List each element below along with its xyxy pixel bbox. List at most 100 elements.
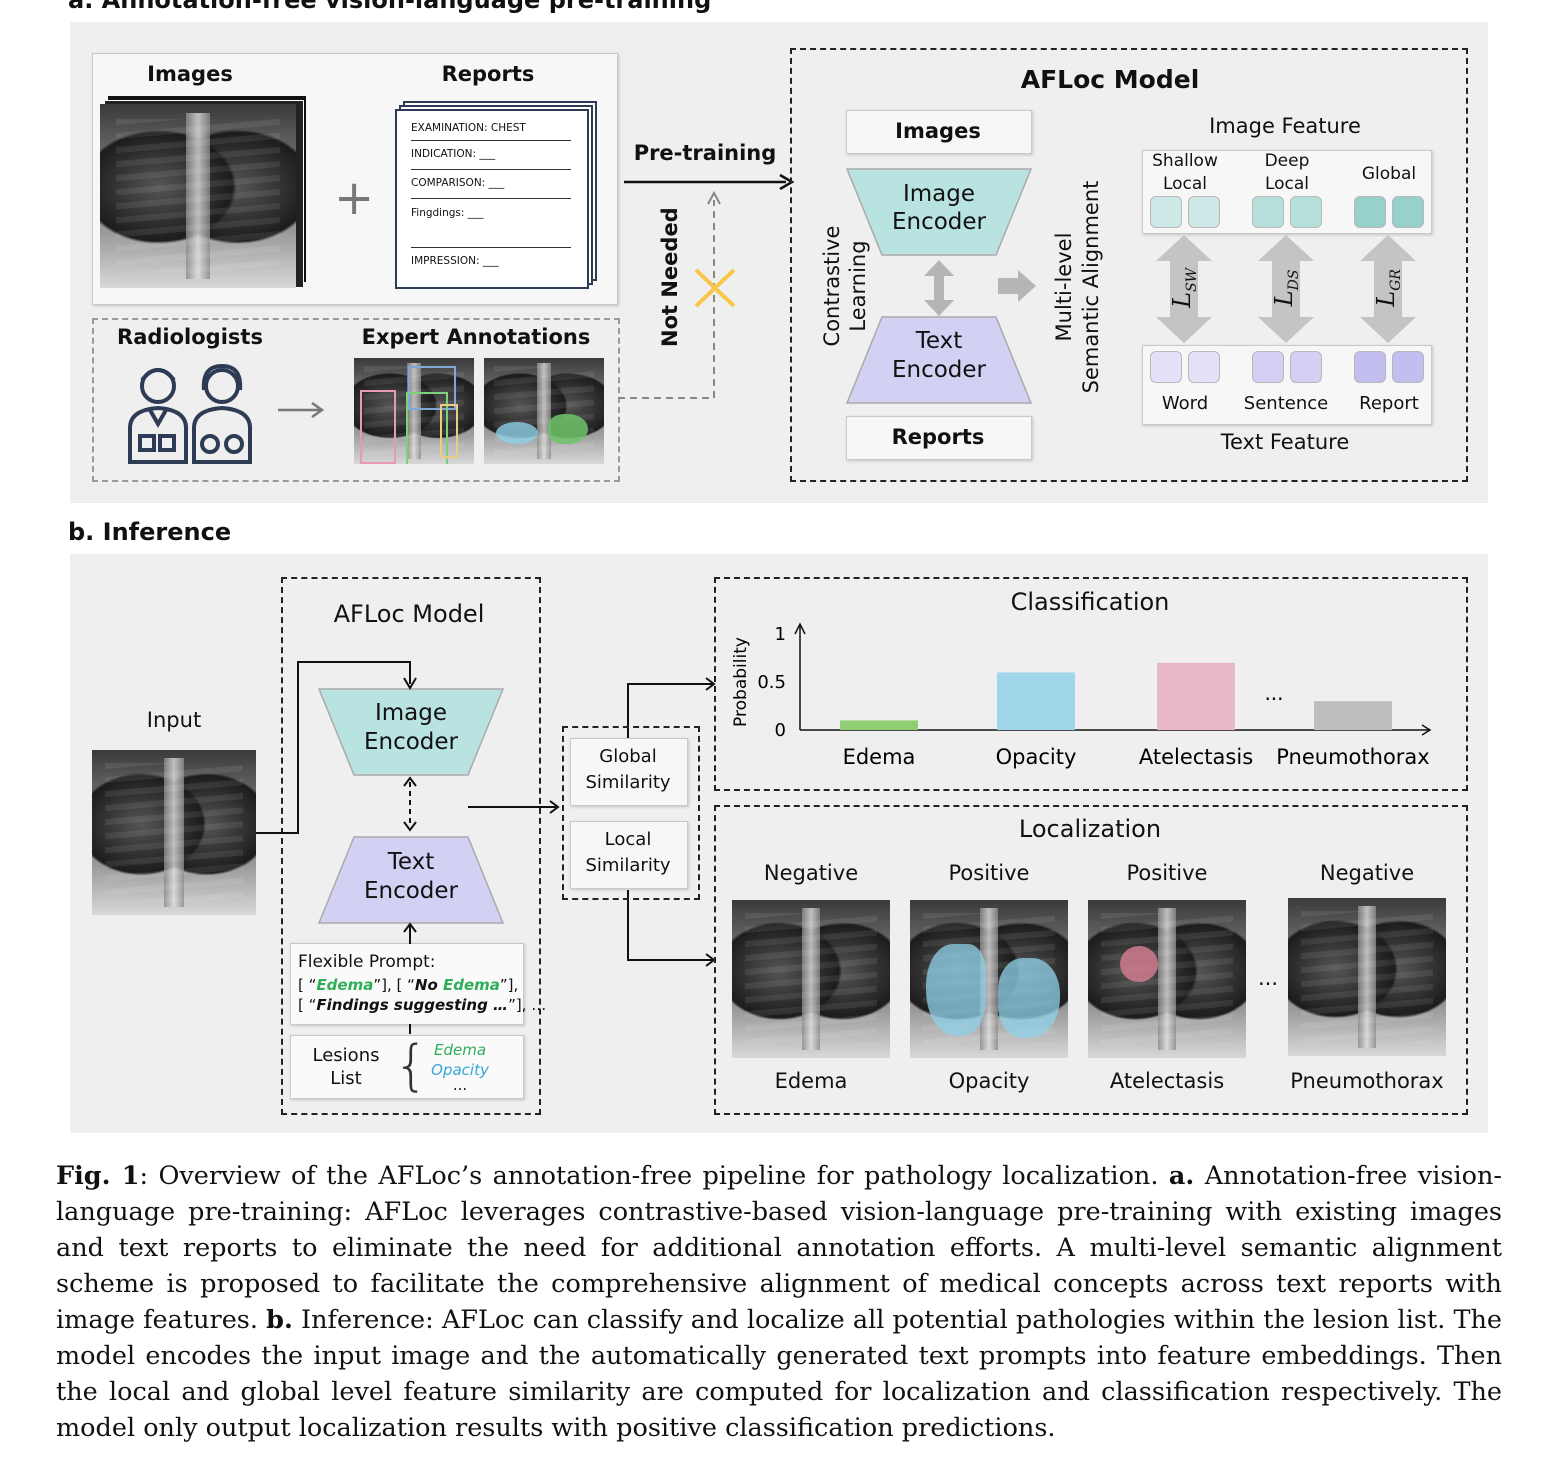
report-line-findings: Fingdings: ___ xyxy=(411,207,484,219)
similarity-word: Similarity xyxy=(585,772,671,793)
model-images-box xyxy=(846,110,1032,154)
x-tick-label: Edema xyxy=(843,745,916,769)
bidirectional-arrow-icon xyxy=(924,260,954,316)
text-feature-token xyxy=(1290,351,1322,383)
local-label: Local xyxy=(1264,174,1310,194)
annotations-box xyxy=(92,318,620,482)
flexible-prompt-title: Flexible Prompt: xyxy=(298,952,436,972)
opacity-mask-right xyxy=(998,958,1060,1038)
image-feature-token xyxy=(1290,196,1322,228)
loc-name-edema: Edema xyxy=(774,1069,848,1093)
report-line-impression: IMPRESSION: ___ xyxy=(411,255,499,267)
text-encoder-shape-a xyxy=(846,316,1032,404)
annotation-box-pink xyxy=(360,390,396,464)
lesion-item-opacity: Opacity xyxy=(431,1061,489,1079)
bar-opacity xyxy=(997,672,1075,730)
loss-ds-sub: DS xyxy=(1285,269,1302,291)
caption-a-label: a. xyxy=(1168,1161,1195,1191)
loss-ds-label: LDS xyxy=(1270,266,1302,310)
annotation-box-green xyxy=(406,392,448,464)
radiologists-label: Radiologists xyxy=(117,325,263,349)
connector-arrows-a xyxy=(618,173,795,399)
connector-arrows-b xyxy=(256,661,716,1034)
model-images-label: Images xyxy=(895,119,981,143)
image-feature-token xyxy=(1354,196,1386,228)
image-encoder-label-b2: Encoder xyxy=(363,729,459,755)
sentence-label: Sentence xyxy=(1243,393,1329,414)
y-tick-label: 0 xyxy=(775,720,786,741)
local-similarity-box xyxy=(570,821,688,889)
report-rule xyxy=(411,169,571,170)
text-feature-token xyxy=(1354,351,1386,383)
flexible-prompt-line2: [ “Findings suggesting …”], … xyxy=(298,996,546,1014)
loc-name-pneumothorax: Pneumothorax xyxy=(1290,1069,1444,1093)
section-a-title: a. Annotation-free vision-language pre-t… xyxy=(68,0,712,14)
image-feature-token xyxy=(1252,196,1284,228)
report-line-indication: INDICATION: ___ xyxy=(411,148,496,160)
similarity-word: Similarity xyxy=(585,855,671,876)
global-similarity-box xyxy=(570,738,688,806)
section-b-title: b. Inference xyxy=(68,518,232,546)
multilevel-label: Multi-level xyxy=(1052,232,1076,342)
text-encoder-label-b1: Text xyxy=(387,849,435,875)
plus-sign: + xyxy=(334,170,375,226)
shallow-local-label: Shallow Local xyxy=(1140,150,1230,196)
annotated-xray-boxes xyxy=(354,358,474,464)
prompt-negation: No xyxy=(414,976,443,994)
figure-caption: Fig. 1: Overview of the AFLoc’s annotati… xyxy=(56,1158,1502,1446)
loc-xray-atelectasis xyxy=(1088,900,1246,1058)
caption-part-3: Inference: AFLoc can classify and locali… xyxy=(56,1305,1502,1443)
loc-name-opacity: Opacity xyxy=(948,1069,1030,1093)
prompt-text: ”], xyxy=(499,976,519,994)
classification-box xyxy=(714,577,1468,791)
image-feature-token xyxy=(1150,196,1182,228)
local-label: Local xyxy=(1162,174,1208,194)
prompt-text: ”], … xyxy=(508,996,547,1014)
report-label: Report xyxy=(1359,393,1419,414)
multilevel-alignment-label: Multi-level Semantic Alignment xyxy=(1051,167,1105,407)
classification-title: Classification xyxy=(1010,588,1170,616)
loc-ellipsis: ... xyxy=(1257,966,1279,990)
mask-blue xyxy=(496,422,538,444)
report-rule xyxy=(411,198,571,199)
afloc-model-title-a: AFLoc Model xyxy=(1020,65,1200,94)
flexible-prompt-box xyxy=(290,943,524,1025)
y-axis-arrow xyxy=(794,622,806,635)
x-axis-arrow xyxy=(1421,724,1432,736)
loss-sw-label: LSW xyxy=(1168,266,1200,310)
prompt-text: [ “ xyxy=(298,996,317,1014)
prompt-text: [ “ xyxy=(298,976,317,994)
loc-xray-pneumothorax xyxy=(1288,898,1446,1056)
image-encoder-label-a1: Image xyxy=(902,181,976,207)
y-axis-label: Probability xyxy=(731,637,751,727)
annotation-box-yellow xyxy=(440,404,458,458)
image-encoder-label-a2: Encoder xyxy=(891,209,987,235)
caption-b-label: b. xyxy=(266,1305,293,1335)
loc-xray-opacity xyxy=(910,900,1068,1058)
annotation-box-blue xyxy=(408,366,456,410)
x-tick-label: Opacity xyxy=(996,745,1077,769)
brace-icon: { xyxy=(394,1034,429,1097)
deep-label: Deep xyxy=(1264,151,1310,171)
loc-status-opacity: Positive xyxy=(948,861,1030,885)
text-encoder-label-a2: Encoder xyxy=(891,357,987,383)
similarity-box xyxy=(562,726,700,900)
text-encoder-label-a1: Text xyxy=(915,328,963,354)
atelectasis-mask xyxy=(1120,946,1158,982)
report-rule xyxy=(411,247,571,248)
prompt-keyword: Edema xyxy=(316,976,374,994)
text-feature-title: Text Feature xyxy=(1220,430,1350,454)
loss-ds-main: L xyxy=(1270,290,1299,307)
caption-part-1: : Overview of the AFLoc’s annotation-fre… xyxy=(139,1161,1169,1191)
input-xray xyxy=(92,750,256,915)
opacity-mask-left xyxy=(926,944,986,1036)
loss-sw-main: L xyxy=(1168,291,1197,308)
afloc-model-box-a xyxy=(790,48,1468,482)
image-feature-token xyxy=(1392,196,1424,228)
contrastive-label: Contrastive xyxy=(820,225,844,347)
x-tick-label: Atelectasis xyxy=(1139,745,1253,769)
loss-gr-sub: GR xyxy=(1387,269,1404,291)
report-rule xyxy=(411,140,571,141)
lesion-item-edema: Edema xyxy=(433,1041,487,1059)
